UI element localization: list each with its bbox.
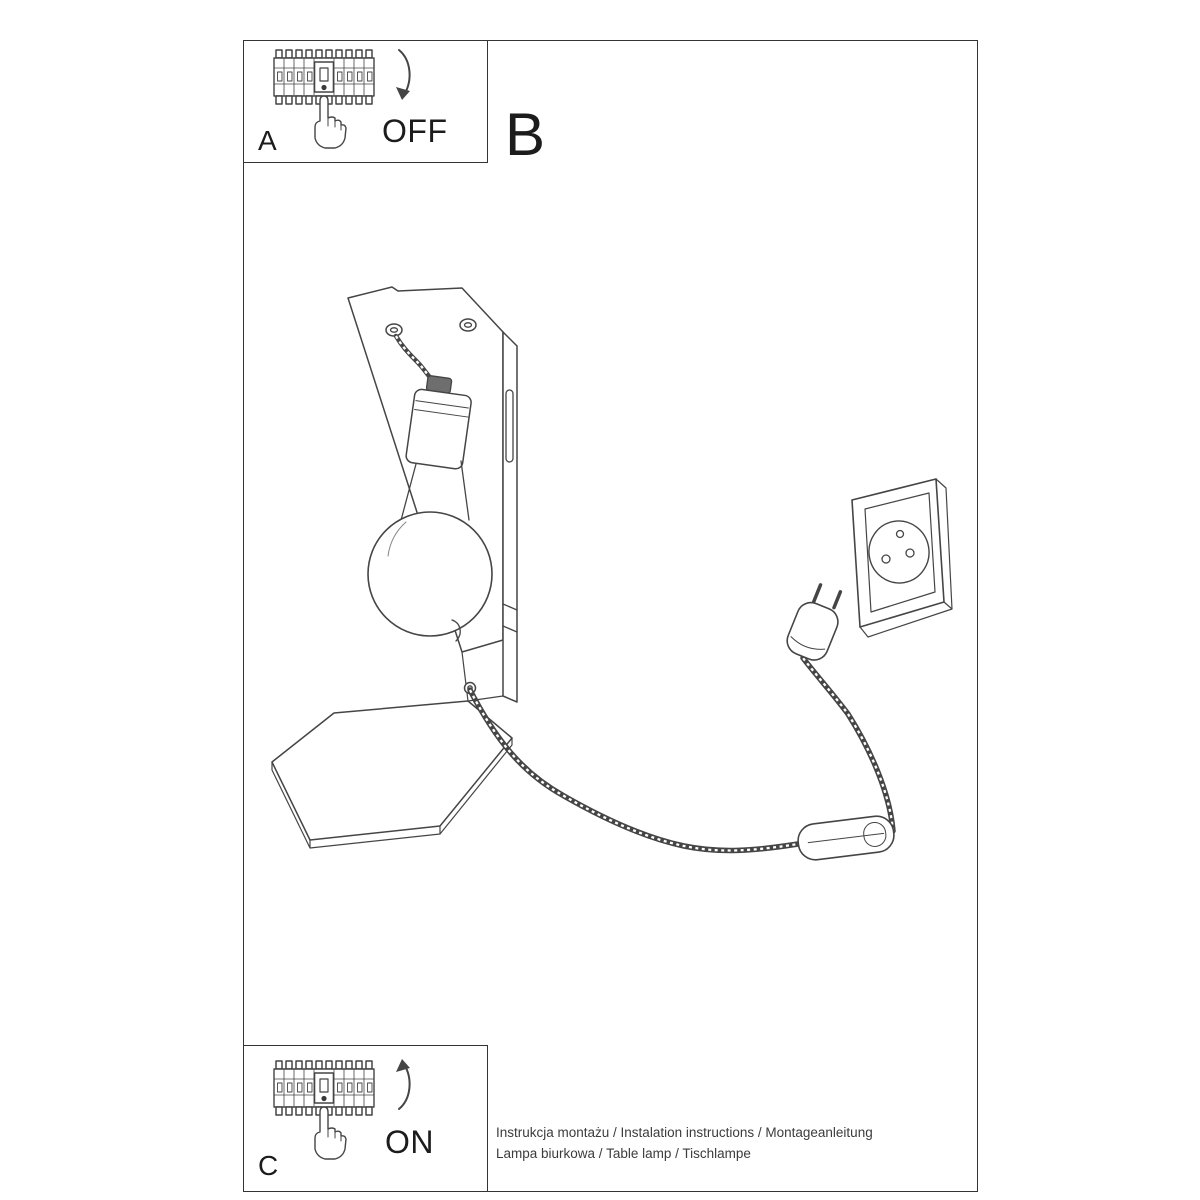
wall-outlet bbox=[851, 478, 953, 638]
step-letter-b: B bbox=[505, 101, 546, 168]
bulb-socket bbox=[405, 388, 472, 470]
light-bulb bbox=[367, 511, 493, 637]
step-panel-c: C ON bbox=[243, 1045, 488, 1192]
curved-arrow-up-icon bbox=[395, 1058, 411, 1110]
footer-line-instructions: Instrukcja montażu / Instalation instruc… bbox=[496, 1125, 873, 1140]
strip-slot bbox=[505, 389, 514, 463]
breaker-off-label: OFF bbox=[382, 113, 448, 149]
curved-arrow-down-icon bbox=[395, 49, 411, 101]
footer-captions: Instrukcja montażu / Instalation instruc… bbox=[496, 1122, 873, 1164]
step-a-graphic bbox=[273, 49, 411, 149]
power-cord bbox=[467, 655, 896, 854]
breaker-on-label: ON bbox=[385, 1124, 434, 1160]
sheet-border bbox=[243, 40, 978, 1192]
step-c-graphic bbox=[273, 1058, 411, 1160]
mounting-hole bbox=[385, 323, 403, 337]
plug-pins bbox=[812, 583, 843, 610]
ground-pin bbox=[895, 529, 905, 539]
step-letter-c: C bbox=[258, 1150, 279, 1181]
socket-hole bbox=[881, 554, 891, 564]
footer-line-product: Lampa biurkowa / Table lamp / Tischlampe bbox=[496, 1146, 751, 1161]
socket-hole bbox=[905, 548, 915, 558]
step-panel-a: A OFF bbox=[243, 40, 488, 163]
lamp-base bbox=[271, 700, 513, 841]
table-lamp-drawing bbox=[271, 286, 518, 849]
hook-tab bbox=[451, 619, 461, 642]
mounting-hole bbox=[459, 318, 477, 332]
power-plug bbox=[786, 583, 843, 661]
lamp-bracket-strip bbox=[502, 331, 518, 703]
step-letter-a: A bbox=[258, 125, 277, 156]
socket-recess bbox=[868, 520, 930, 584]
inline-switch bbox=[797, 815, 895, 861]
